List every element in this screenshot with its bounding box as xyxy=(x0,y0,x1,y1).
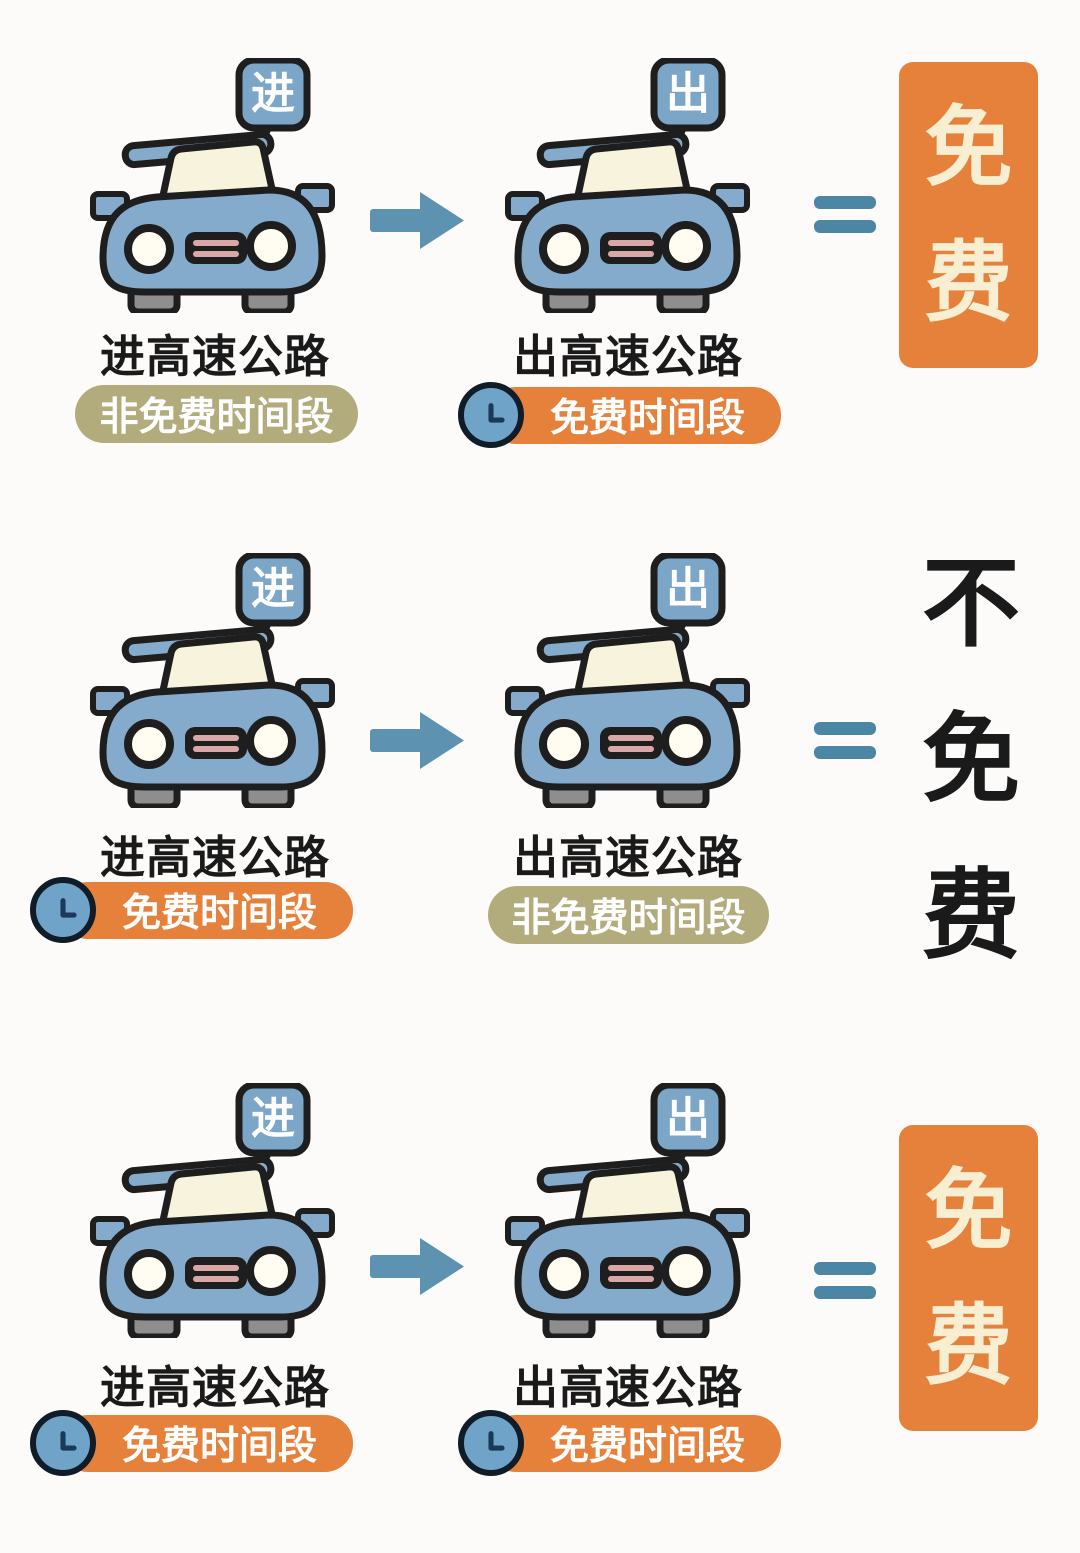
enter-sign-label: 进 xyxy=(251,69,295,120)
car-exit-icon: 出 xyxy=(500,1083,755,1338)
car-exit-icon: 出 xyxy=(500,58,755,313)
car-enter-icon: 进 xyxy=(85,553,340,808)
exit-highway-label: 出高速公路 xyxy=(512,330,743,383)
arrow-right-icon xyxy=(370,1238,464,1295)
free-period-badge: 免费时间段 xyxy=(30,1410,354,1476)
exit-highway-label: 出高速公路 xyxy=(512,1361,743,1414)
exit-sign-label: 出 xyxy=(666,1094,710,1145)
equals-bar xyxy=(814,196,876,209)
exit-highway-label: 出高速公路 xyxy=(512,831,743,884)
arrow-right-icon xyxy=(370,192,464,249)
result-text-not-free: 不 免 费 xyxy=(922,555,1020,965)
nonfree-period-badge: 非免费时间段 xyxy=(488,886,769,944)
result-char: 免 xyxy=(922,703,1021,817)
clock-icon xyxy=(458,1410,524,1476)
equals-icon xyxy=(814,722,876,759)
nonfree-period-badge: 非免费时间段 xyxy=(75,385,358,443)
clock-icon xyxy=(30,1410,96,1476)
result-badge-free: 免 费 xyxy=(899,62,1038,368)
free-period-badge-label: 免费时间段 xyxy=(60,881,354,939)
car-enter-icon: 进 xyxy=(85,58,340,313)
result-char: 不 xyxy=(922,547,1021,661)
equals-icon xyxy=(814,1262,876,1299)
scenario-row-1: 进 进高速公路 非免费时间段 出 出高速公路 免费时间段 免 费 xyxy=(0,58,1080,528)
exit-sign-label: 出 xyxy=(666,69,710,120)
clock-icon xyxy=(458,382,524,448)
free-period-badge-label: 免费时间段 xyxy=(488,1414,782,1472)
exit-sign-label: 出 xyxy=(666,564,710,615)
equals-bar xyxy=(814,220,876,233)
equals-bar xyxy=(814,1262,876,1275)
free-period-badge: 免费时间段 xyxy=(458,1410,782,1476)
enter-highway-label: 进高速公路 xyxy=(99,330,330,383)
free-period-badge: 免费时间段 xyxy=(30,877,354,943)
equals-bar xyxy=(814,746,876,759)
result-char: 费 xyxy=(924,1293,1013,1397)
equals-bar xyxy=(814,1286,876,1299)
enter-highway-label: 进高速公路 xyxy=(99,831,330,884)
result-char: 免 xyxy=(924,95,1013,199)
result-char: 免 xyxy=(924,1158,1013,1262)
enter-sign-label: 进 xyxy=(251,1094,295,1145)
equals-icon xyxy=(814,196,876,233)
clock-icon xyxy=(30,877,96,943)
result-badge-free: 免 费 xyxy=(899,1125,1038,1431)
free-period-badge: 免费时间段 xyxy=(458,382,782,448)
equals-bar xyxy=(814,722,876,735)
arrow-right-icon xyxy=(370,712,464,769)
free-period-badge-label: 免费时间段 xyxy=(60,1414,354,1472)
enter-sign-label: 进 xyxy=(251,564,295,615)
scenario-row-2: 进 进高速公路 免费时间段 出 出高速公路 非免费时间段 不 免 xyxy=(0,553,1080,1023)
enter-highway-label: 进高速公路 xyxy=(99,1361,330,1414)
car-exit-icon: 出 xyxy=(500,553,755,808)
free-period-badge-label: 免费时间段 xyxy=(488,386,782,444)
toll-free-rules-infographic: 进 进高速公路 非免费时间段 出 出高速公路 免费时间段 免 费 xyxy=(0,0,1080,1476)
scenario-row-3: 进 进高速公路 免费时间段 出 出高速公路 免费时 xyxy=(0,1083,1080,1553)
result-char: 费 xyxy=(922,859,1021,973)
result-char: 费 xyxy=(924,230,1013,334)
car-enter-icon: 进 xyxy=(85,1083,340,1338)
